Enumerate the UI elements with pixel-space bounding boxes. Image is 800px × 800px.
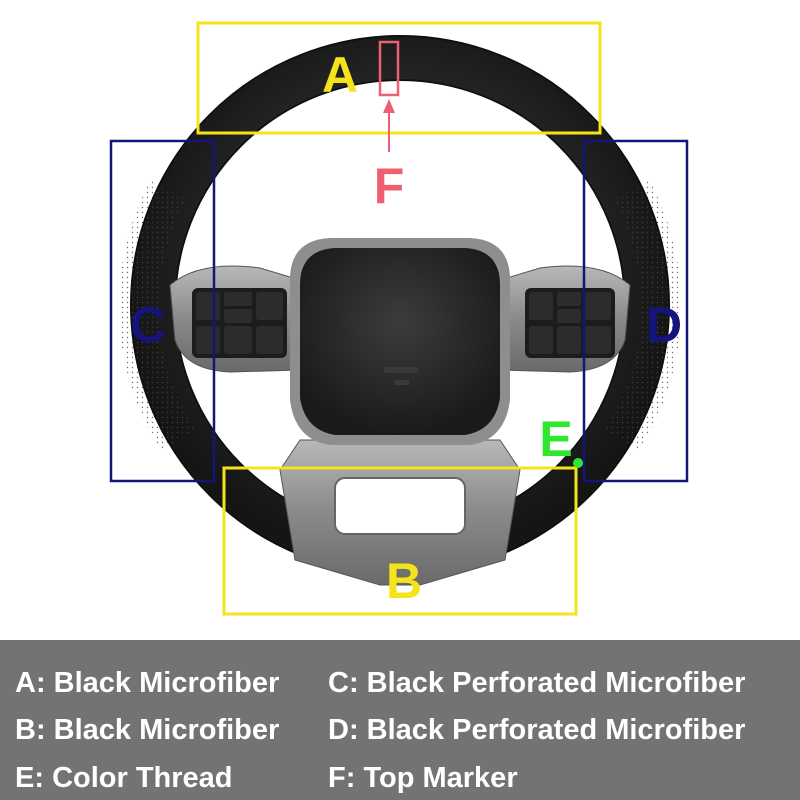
top-marker-box xyxy=(378,40,400,97)
zone-c-letter: C xyxy=(130,297,166,353)
legend-text: Black Perforated Microfiber xyxy=(366,667,746,699)
legend-text: Black Microfiber xyxy=(53,667,280,699)
left-control-buttons xyxy=(192,288,287,358)
legend-text: Black Microfiber xyxy=(53,714,280,746)
zone-d-letter: D xyxy=(646,297,682,353)
lower-spoke xyxy=(279,439,521,586)
legend-item-e: E: Color Thread xyxy=(15,764,233,793)
legend-text: Top Marker xyxy=(363,762,518,794)
legend-text: Color Thread xyxy=(52,762,233,794)
zone-a-letter: A xyxy=(322,47,358,103)
legend-code: A: xyxy=(15,667,46,699)
zone-b-box xyxy=(222,466,578,616)
material-legend: A: Black Microfiber C: Black Perforated … xyxy=(0,640,800,800)
right-control-buttons xyxy=(525,288,615,358)
color-thread-dot xyxy=(573,458,583,468)
legend-item-f: F: Top Marker xyxy=(328,764,518,793)
airbag-hub xyxy=(290,238,510,445)
zone-c-box xyxy=(109,139,216,483)
legend-item-a: A: Black Microfiber xyxy=(15,669,279,698)
top-marker-arrow xyxy=(383,99,395,152)
steering-wheel-illustration: A B C D E F xyxy=(109,21,689,616)
legend-code: C: xyxy=(328,667,359,699)
legend-text: Black Perforated Microfiber xyxy=(366,714,746,746)
legend-item-d: D: Black Perforated Microfiber xyxy=(328,716,745,745)
legend-item-c: C: Black Perforated Microfiber xyxy=(328,669,745,698)
zone-a-box xyxy=(196,21,602,135)
legend-code: D: xyxy=(328,714,359,746)
zone-e-letter: E xyxy=(539,411,572,467)
legend-item-b: B: Black Microfiber xyxy=(15,716,279,745)
legend-code: B: xyxy=(15,714,46,746)
zone-b-letter: B xyxy=(386,553,422,609)
zone-d-box xyxy=(582,139,689,483)
zone-f-letter: F xyxy=(374,158,405,214)
legend-code: E: xyxy=(15,762,44,794)
legend-code: F: xyxy=(328,762,356,794)
steering-wheel-photo: A B C D E F xyxy=(109,21,689,616)
